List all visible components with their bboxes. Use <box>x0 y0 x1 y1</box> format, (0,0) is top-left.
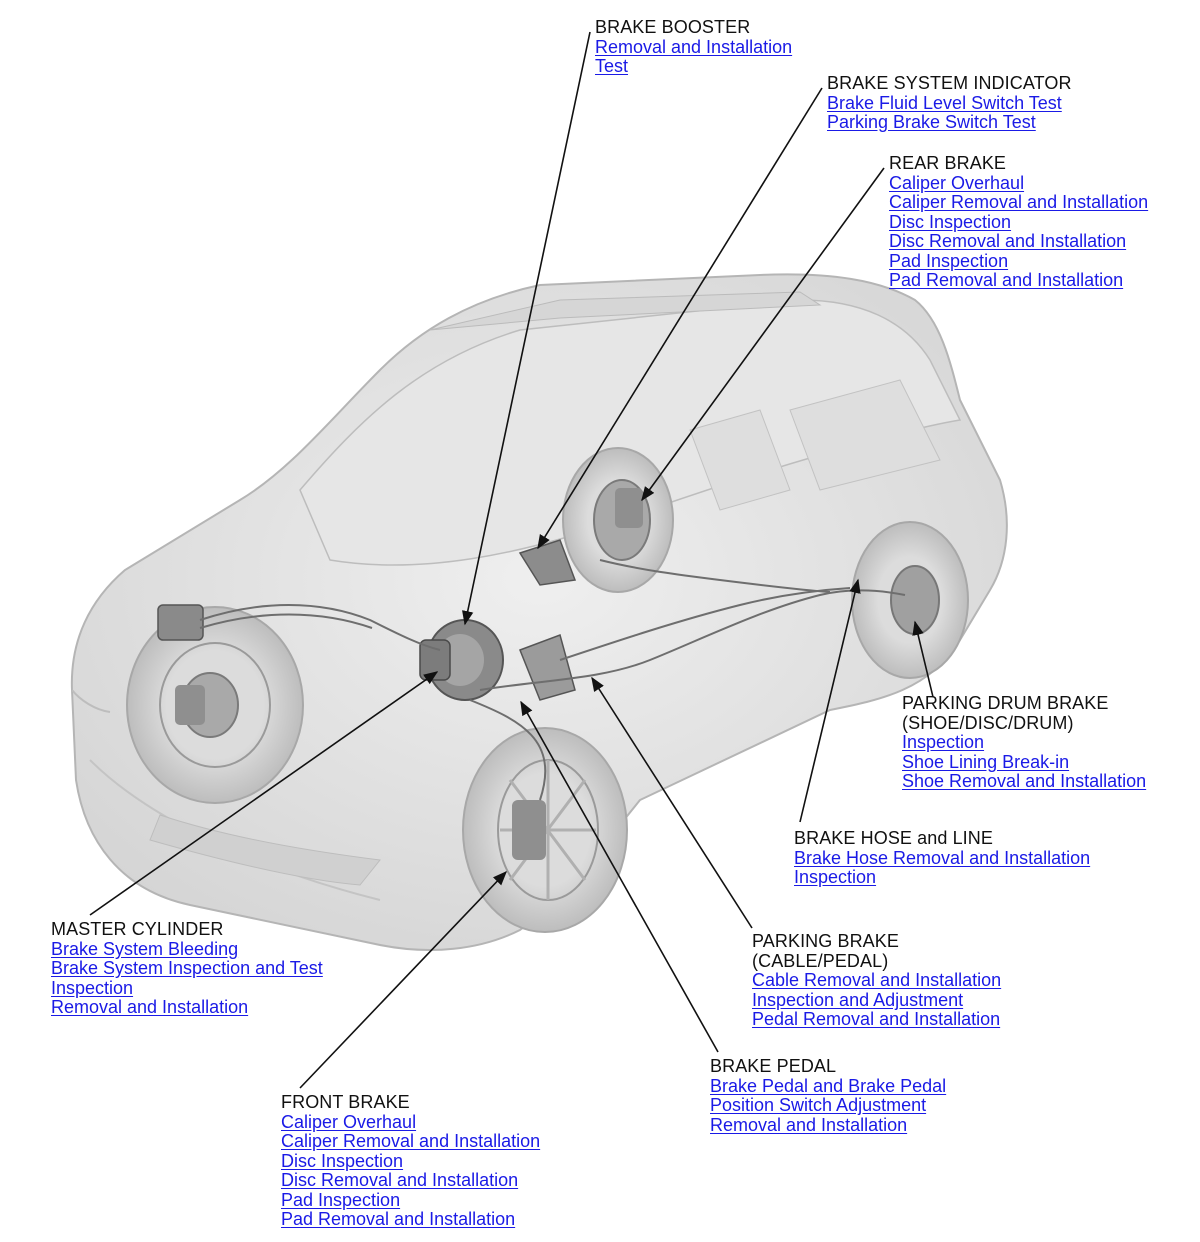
callout-parking-drum-brake: PARKING DRUM BRAKE (SHOE/DISC/DRUM) Insp… <box>902 693 1147 792</box>
link-caliper-removal-and-installation[interactable]: Caliper Removal and Installation <box>281 1131 541 1151</box>
front-left-wheel <box>126 606 304 804</box>
callout-rear-brake: REAR BRAKE Caliper Overhaul Caliper Remo… <box>889 153 1149 291</box>
link-cable-removal-and-installation[interactable]: Cable Removal and Installation <box>752 970 1002 990</box>
callout-title: PARKING DRUM BRAKE <box>902 693 1109 713</box>
callout-title: BRAKE SYSTEM INDICATOR <box>827 73 1072 93</box>
leader-brake-booster <box>462 31 591 626</box>
link-inspection-and-adjustment[interactable]: Inspection and Adjustment <box>752 989 964 1010</box>
vehicle-body <box>70 273 1008 951</box>
link-removal-and-installation[interactable]: Removal and Installation <box>51 997 249 1017</box>
callout-title: REAR BRAKE <box>889 153 1007 173</box>
callout-subtitle: (CABLE/PEDAL) <box>752 950 889 971</box>
callout-title: FRONT BRAKE <box>281 1092 410 1112</box>
link-inspection[interactable]: Inspection <box>51 977 134 998</box>
callout-subtitle: (SHOE/DISC/DRUM) <box>902 712 1074 733</box>
callout-parking-brake: PARKING BRAKE (CABLE/PEDAL) Cable Remova… <box>752 931 1002 1030</box>
callout-brake-hose-and-line: BRAKE HOSE and LINE Brake Hose Removal a… <box>794 828 1091 888</box>
link-disc-inspection[interactable]: Disc Inspection <box>281 1150 404 1171</box>
link-inspection[interactable]: Inspection <box>902 732 985 752</box>
link-pad-inspection[interactable]: Pad Inspection <box>889 250 1009 271</box>
front-right-wheel <box>462 727 628 933</box>
link-test[interactable]: Test <box>595 56 629 76</box>
link-brake-fluid-level-switch-test[interactable]: Brake Fluid Level Switch Test <box>827 92 1062 113</box>
callout-title: PARKING BRAKE <box>752 931 900 951</box>
link-brake-system-inspection-and-test[interactable]: Brake System Inspection and Test <box>51 958 323 978</box>
callout-brake-booster: BRAKE BOOSTER Removal and Installation T… <box>595 17 793 77</box>
link-caliper-removal-and-installation[interactable]: Caliper Removal and Installation <box>889 192 1149 212</box>
leader-brake-system-indicator <box>537 87 823 550</box>
link-disc-inspection[interactable]: Disc Inspection <box>889 211 1012 232</box>
leader-parking-brake <box>591 676 753 929</box>
link-position-switch-adjustment[interactable]: Position Switch Adjustment <box>710 1095 927 1115</box>
link-brake-hose-removal-and-installation[interactable]: Brake Hose Removal and Installation <box>794 847 1091 868</box>
callout-brake-system-indicator: BRAKE SYSTEM INDICATOR Brake Fluid Level… <box>827 73 1072 133</box>
link-removal-and-installation[interactable]: Removal and Installation <box>595 36 793 57</box>
leader-master-cylinder <box>89 671 439 916</box>
callout-title: MASTER CYLINDER <box>51 919 224 939</box>
link-disc-removal-and-installation[interactable]: Disc Removal and Installation <box>889 231 1127 251</box>
leader-brake-hose-line <box>799 578 861 823</box>
leader-parking-drum-brake <box>912 620 934 698</box>
rear-left-wheel <box>562 447 674 593</box>
link-pad-removal-and-installation[interactable]: Pad Removal and Installation <box>889 270 1124 290</box>
link-brake-system-bleeding[interactable]: Brake System Bleeding <box>51 938 239 959</box>
callout-title: BRAKE HOSE and LINE <box>794 828 993 848</box>
link-caliper-overhaul[interactable]: Caliper Overhaul <box>889 172 1025 193</box>
link-shoe-lining-break-in[interactable]: Shoe Lining Break-in <box>902 751 1070 772</box>
link-pad-inspection[interactable]: Pad Inspection <box>281 1189 401 1210</box>
leader-front-brake <box>299 870 507 1089</box>
callout-title: BRAKE BOOSTER <box>595 17 751 37</box>
link-removal-and-installation[interactable]: Removal and Installation <box>710 1114 908 1135</box>
leader-brake-pedal <box>520 700 719 1053</box>
abs-modulator-unit <box>157 604 204 641</box>
callout-front-brake: FRONT BRAKE Caliper Overhaul Caliper Rem… <box>281 1092 541 1230</box>
leader-rear-brake <box>641 167 885 502</box>
link-shoe-removal-and-installation[interactable]: Shoe Removal and Installation <box>902 771 1147 791</box>
leader-lines <box>89 31 934 1089</box>
link-parking-brake-switch-test[interactable]: Parking Brake Switch Test <box>827 112 1036 132</box>
callout-master-cylinder: MASTER CYLINDER Brake System Bleeding Br… <box>51 919 323 1018</box>
rear-right-wheel <box>851 521 969 679</box>
link-inspection[interactable]: Inspection <box>794 867 877 887</box>
callout-brake-pedal: BRAKE PEDAL Brake Pedal and Brake Pedal … <box>710 1056 947 1135</box>
link-pad-removal-and-installation[interactable]: Pad Removal and Installation <box>281 1209 516 1229</box>
link-disc-removal-and-installation[interactable]: Disc Removal and Installation <box>281 1170 519 1190</box>
link-brake-pedal-and-brake-pedal[interactable]: Brake Pedal and Brake Pedal <box>710 1075 947 1096</box>
link-pedal-removal-and-installation[interactable]: Pedal Removal and Installation <box>752 1009 1001 1029</box>
callout-title: BRAKE PEDAL <box>710 1056 837 1076</box>
link-caliper-overhaul[interactable]: Caliper Overhaul <box>281 1111 417 1132</box>
